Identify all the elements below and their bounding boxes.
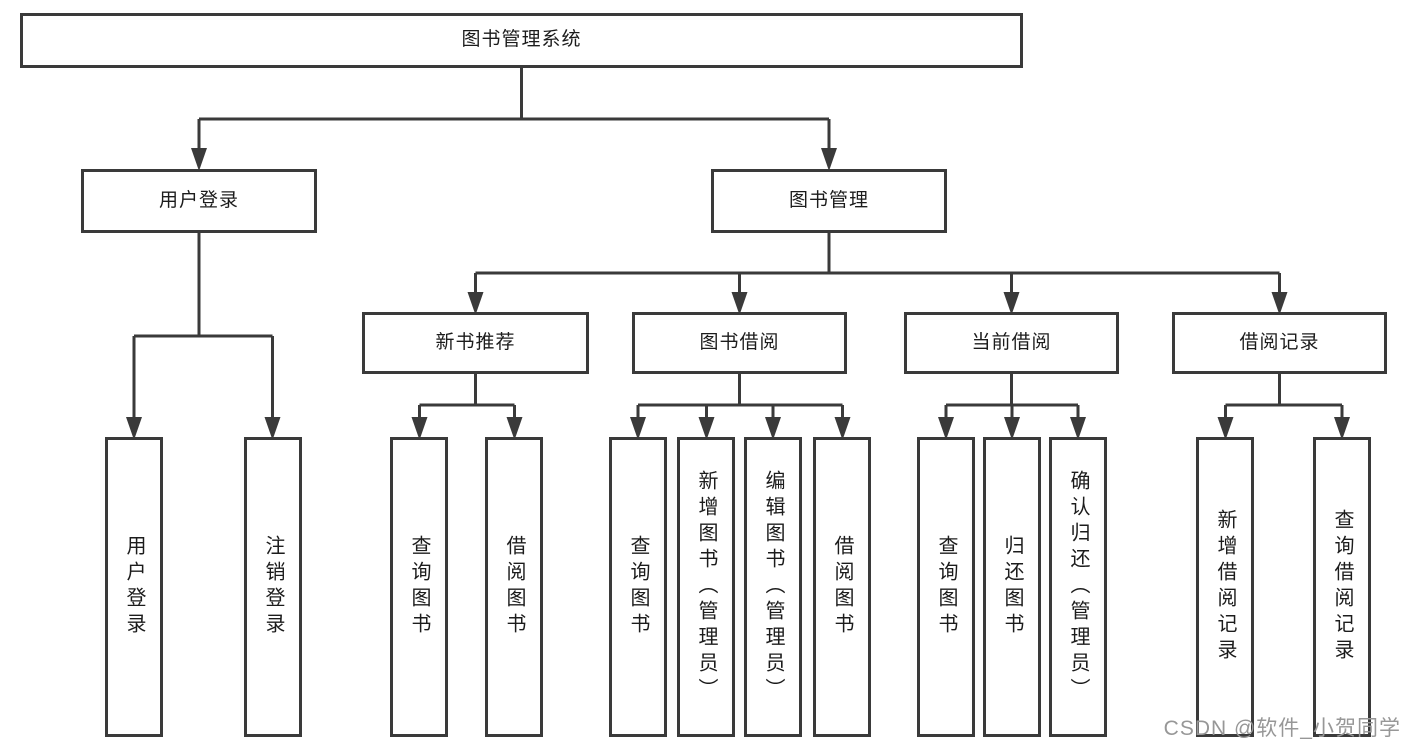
node-label: 用户登录 [158,189,239,211]
leaf-current-confirm-return-admin: 确认归还（管理员） [1049,437,1107,737]
node-borrow-records: 借阅记录 [1172,312,1387,374]
node-label: 借阅图书 [831,535,853,639]
connector-recommend-to-leaves [418,374,516,425]
node-label: 查询借阅记录 [1331,509,1353,665]
leaf-records-add-borrow-record: 新增借阅记录 [1196,437,1254,737]
leaf-borrow-add-books-admin: 新增图书（管理员） [677,437,735,737]
node-label: 查询图书 [408,535,430,639]
connector-login-to-leaves [132,233,274,425]
node-user-login: 用户登录 [81,169,317,233]
leaf-recommend-borrow-books: 借阅图书 [485,437,543,737]
leaf-borrow-query-books: 查询图书 [609,437,667,737]
leaf-recommend-query-books: 查询图书 [390,437,448,737]
node-label: 编辑图书（管理员） [762,470,784,704]
node-label: 新书推荐 [435,331,516,353]
arrowhead [821,148,837,171]
node-label: 归还图书 [1001,535,1023,639]
node-label: 新增图书（管理员） [695,470,717,704]
node-label: 借阅图书 [503,535,525,639]
node-label: 用户登录 [123,535,145,639]
connector-mgmt-to-level3 [474,233,1281,300]
connector-records-to-leaves [1224,374,1344,425]
node-book-management: 图书管理 [711,169,947,233]
connector-current-to-leaves [944,374,1080,425]
node-label: 借阅记录 [1239,331,1320,353]
arrowhead [191,148,207,171]
node-label: 新增借阅记录 [1214,509,1236,665]
node-new-book-recommend: 新书推荐 [362,312,589,374]
leaf-current-query-books: 查询图书 [917,437,975,737]
connector-root-to-level2 [197,68,831,160]
node-library-management-system: 图书管理系统 [20,13,1023,68]
node-label: 确认归还（管理员） [1067,470,1089,704]
csdn-watermark: CSDN @软件_小贺同学 [1163,717,1401,740]
node-label: 图书管理 [788,189,869,211]
node-label: 查询图书 [627,535,649,639]
connector-borrow-to-leaves [636,374,844,425]
node-book-borrow: 图书借阅 [632,312,847,374]
leaf-current-return-books: 归还图书 [983,437,1041,737]
node-label: 图书借阅 [699,331,780,353]
leaf-logout-login: 注销登录 [244,437,302,737]
leaf-records-query-borrow-record: 查询借阅记录 [1313,437,1371,737]
node-label: 当前借阅 [971,331,1052,353]
node-current-borrow: 当前借阅 [904,312,1119,374]
node-label: 图书管理系统 [461,29,582,51]
leaf-borrow-borrow-books: 借阅图书 [813,437,871,737]
leaf-borrow-edit-books-admin: 编辑图书（管理员） [744,437,802,737]
node-label: 注销登录 [262,535,284,639]
leaf-user-login: 用户登录 [105,437,163,737]
node-label: 查询图书 [935,535,957,639]
